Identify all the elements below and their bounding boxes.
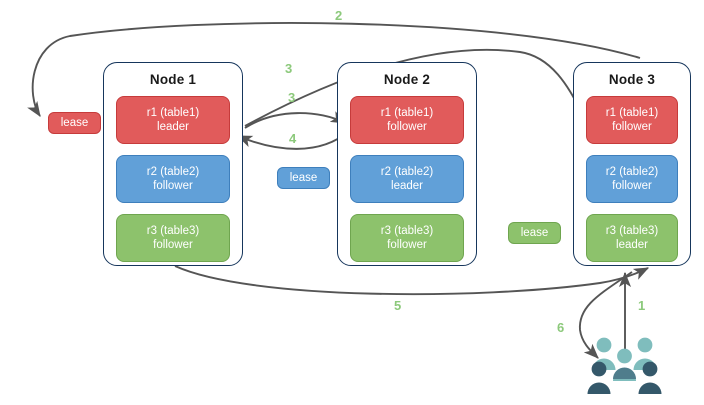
lease-badge-r3[interactable]: lease bbox=[508, 222, 561, 244]
arrow-step-6 bbox=[579, 271, 633, 359]
lease-badge-r1[interactable]: lease bbox=[48, 112, 101, 134]
replica-name: r3 (table3) bbox=[380, 225, 434, 237]
replica-r1-node-3[interactable]: r1 (table1) follower bbox=[586, 96, 678, 144]
replica-role: leader bbox=[616, 239, 648, 251]
replica-name: r1 (table1) bbox=[146, 107, 200, 119]
node-2-container[interactable]: Node 2 r1 (table1) follower r2 (table2) … bbox=[337, 62, 477, 266]
step-label-5: 5 bbox=[394, 298, 402, 313]
replica-name: r1 (table1) bbox=[605, 107, 659, 119]
node-2-title: Node 2 bbox=[383, 72, 431, 87]
replica-r1-node-2[interactable]: r1 (table1) follower bbox=[350, 96, 464, 144]
replica-name: r1 (table1) bbox=[380, 107, 434, 119]
arrow-step-3-upper bbox=[244, 48, 587, 127]
replica-r3-node-2[interactable]: r3 (table3) follower bbox=[350, 214, 464, 262]
replica-role: follower bbox=[612, 180, 652, 192]
node-1-replicas: r1 (table1) leader r2 (table2) follower … bbox=[116, 96, 230, 273]
step-label-1: 1 bbox=[638, 298, 646, 313]
replica-role: leader bbox=[157, 121, 189, 133]
replica-name: r2 (table2) bbox=[146, 166, 200, 178]
replica-r1-node-1[interactable]: r1 (table1) leader bbox=[116, 96, 230, 144]
replica-r2-node-2[interactable]: r2 (table2) leader bbox=[350, 155, 464, 203]
replica-name: r3 (table3) bbox=[605, 225, 659, 237]
step-label-2: 2 bbox=[335, 8, 343, 23]
node-3-title: Node 3 bbox=[608, 72, 656, 87]
arrow-step-3-lower bbox=[244, 111, 347, 129]
replica-role: leader bbox=[391, 180, 423, 192]
node-3-container[interactable]: Node 3 r1 (table1) follower r2 (table2) … bbox=[573, 62, 691, 266]
replica-role: follower bbox=[387, 121, 427, 133]
replica-role: follower bbox=[387, 239, 427, 251]
replica-role: follower bbox=[612, 121, 652, 133]
node-3-replicas: r1 (table1) follower r2 (table2) followe… bbox=[586, 96, 678, 273]
node-1-title: Node 1 bbox=[149, 72, 197, 87]
lease-badge-r2[interactable]: lease bbox=[277, 167, 330, 189]
step-label-3-lower: 3 bbox=[288, 90, 296, 105]
step-label-3-upper: 3 bbox=[285, 61, 293, 76]
replica-name: r3 (table3) bbox=[146, 225, 200, 237]
replica-role: follower bbox=[153, 180, 193, 192]
replica-r2-node-3[interactable]: r2 (table2) follower bbox=[586, 155, 678, 203]
replica-r2-node-1[interactable]: r2 (table2) follower bbox=[116, 155, 230, 203]
node-1-container[interactable]: Node 1 r1 (table1) leader r2 (table2) fo… bbox=[103, 62, 243, 266]
replica-r3-node-1[interactable]: r3 (table3) follower bbox=[116, 214, 230, 262]
replica-name: r2 (table2) bbox=[605, 166, 659, 178]
users-icon-center-figure bbox=[613, 367, 636, 379]
node-2-replicas: r1 (table1) follower r2 (table2) leader … bbox=[350, 96, 464, 273]
users-icon-front-row bbox=[587, 361, 662, 394]
arrow-step-2 bbox=[27, 22, 641, 117]
step-label-4: 4 bbox=[289, 131, 297, 146]
replica-name: r2 (table2) bbox=[380, 166, 434, 178]
replica-r3-node-3[interactable]: r3 (table3) leader bbox=[586, 214, 678, 262]
step-label-6: 6 bbox=[557, 320, 565, 335]
replica-role: follower bbox=[153, 239, 193, 251]
